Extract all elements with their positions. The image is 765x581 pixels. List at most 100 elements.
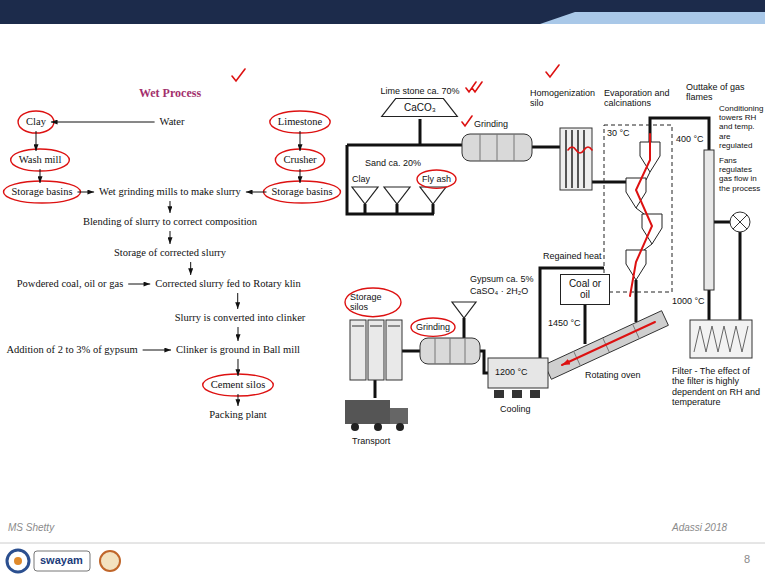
part-label: Grinding [416, 322, 450, 332]
mill-rings [480, 134, 514, 161]
part-label: Rotating oven [585, 370, 641, 380]
node-text: Powdered coal, oil or gas [17, 278, 123, 290]
process-step: Slurry is converted into clinker [172, 311, 309, 325]
fuel-pipe [584, 304, 587, 344]
part-label: CaSO₄ · 2H₂O [470, 286, 528, 296]
fan-blades [733, 215, 747, 229]
silo [386, 320, 402, 380]
fuel-box: Coal or oil [560, 274, 610, 305]
process-step: Crusher [280, 153, 319, 167]
process-step: Clay [23, 115, 49, 129]
flow-arrow [170, 231, 171, 244]
pipe [592, 181, 626, 184]
part-label: Gypsum ca. 5% [470, 274, 534, 284]
cement-mill [420, 338, 480, 364]
swayam-logo [34, 551, 90, 571]
hopper [384, 187, 410, 204]
logo-ring [7, 550, 29, 572]
pipe [347, 144, 462, 147]
flow-arrow [128, 284, 150, 285]
flow-arrow [169, 201, 170, 213]
hopper [352, 187, 378, 204]
process-step: Storage of corrected slurry [111, 246, 229, 260]
nptel-logo [100, 551, 120, 571]
flow-arrow [300, 131, 301, 151]
hand-circle [18, 111, 54, 133]
process-step: Powdered coal, oil or gas [14, 277, 126, 291]
cooling-fan [494, 390, 504, 398]
check-mark [546, 65, 559, 77]
hand-circle [264, 181, 341, 203]
node-text: Cement silos [211, 379, 266, 391]
footer-text: Adassi 2018 [672, 522, 727, 534]
part-label: Homogenization silo [530, 88, 594, 109]
node-text: Coal or oil [565, 278, 605, 301]
kiln-shell [545, 311, 669, 380]
hand-circle [411, 318, 455, 336]
filter [690, 320, 752, 358]
flow-arrows [36, 122, 300, 406]
process-step: Storage basins [269, 185, 336, 199]
process-step: Corrected slurry fed to Rotary klin [152, 277, 304, 291]
top-stripe [540, 12, 765, 24]
node-text: Storage basins [272, 186, 333, 198]
gypsum-hopper [452, 302, 476, 318]
part-label: Outtake of gas flames [686, 82, 762, 103]
wheel [396, 423, 404, 431]
node-text: Slurry is converted into clinker [175, 312, 306, 324]
pipe [365, 204, 433, 214]
pipe [532, 146, 560, 149]
part-label: Fly ash [422, 174, 451, 184]
hopper-outline [380, 98, 459, 117]
flow-arrow [40, 169, 41, 183]
part-label: Evaporation and calcinations [604, 88, 678, 109]
homogenization-silo [560, 128, 592, 190]
part-label: Fans regulates gas flow in the process [719, 156, 763, 193]
handwritten-circles [4, 111, 457, 396]
part-label: 1000 °C [672, 296, 705, 306]
hopper [420, 187, 446, 204]
part-label: Conditioning towers RH and temp. are reg… [719, 104, 763, 150]
part-label: Regained heat [543, 251, 602, 261]
flow-arrow [237, 394, 238, 406]
part-label: Storage silos [350, 292, 396, 313]
node-text: Corrected slurry fed to Rotary klin [155, 278, 301, 290]
squiggle [568, 147, 592, 153]
pipe [419, 119, 422, 145]
node-text: Limestone [278, 116, 322, 128]
part-label: Cooling [500, 404, 531, 414]
preheater-zone [604, 125, 672, 292]
flow-arrow [562, 322, 655, 365]
flow-arrow [238, 327, 239, 341]
mill-drum [462, 134, 532, 161]
silo [368, 320, 384, 380]
footer-rule [0, 543, 765, 544]
part-label: Clay [352, 174, 370, 184]
hand-circle [203, 374, 274, 396]
process-step: Clinker is ground in Ball mill [173, 343, 303, 357]
conditioning-tower [704, 150, 714, 290]
hand-circle [275, 149, 324, 171]
silo [350, 320, 366, 380]
mill-drum [420, 338, 480, 364]
hand-circle [4, 181, 81, 203]
pipe [480, 351, 488, 373]
cooler-box [488, 358, 548, 388]
process-step: Storage basins [9, 185, 76, 199]
top-band [0, 0, 765, 24]
part-label: Filter - The effect of the filter is hig… [672, 366, 762, 407]
flow-arrow [190, 262, 191, 275]
flow-arrow [237, 293, 238, 309]
part-label: Transport [352, 436, 390, 446]
node-text: Wash mill [19, 154, 62, 166]
pipe [374, 380, 377, 398]
wheel [374, 423, 382, 431]
silo-tops [352, 326, 400, 327]
node-text: Addition of 2 to 3% of gypsum [6, 344, 137, 356]
pipe [463, 318, 466, 338]
process-step: Wash mill [16, 153, 65, 167]
logo-dot [14, 557, 22, 565]
part-label: 30 °C [607, 128, 630, 138]
check-mark [466, 82, 482, 92]
